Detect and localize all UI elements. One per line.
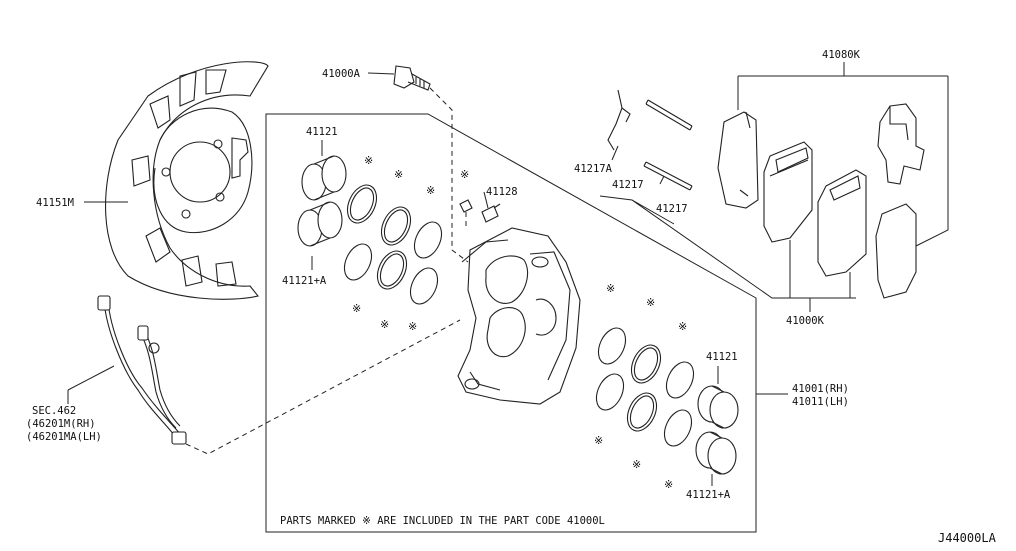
mark-seal-r4: ※	[594, 434, 603, 447]
mark-seal-l2: ※	[394, 168, 403, 181]
seal-ring-l6[interactable]	[405, 264, 443, 309]
bolt-41000a-part[interactable]	[393, 65, 431, 91]
brake-pad-outer-part[interactable]	[817, 169, 867, 277]
mark-seal-l5: ※	[380, 318, 389, 331]
brake-pad-inner-part[interactable]	[763, 141, 813, 243]
bleeder-cap-part[interactable]	[459, 199, 473, 213]
piston-lower-right-part[interactable]	[695, 431, 737, 475]
seal-ring-r3[interactable]	[661, 358, 699, 403]
label-41080k: 41080K	[822, 49, 861, 61]
mark-seal-r2: ※	[646, 296, 655, 309]
label-46201m-rh: (46201M(RH)	[26, 418, 96, 430]
label-41001-rh: 41001(RH)	[792, 383, 849, 395]
label-41217-b: 41217	[656, 203, 688, 215]
seal-ring-r5[interactable]	[622, 388, 662, 435]
mark-seal-l4: ※	[352, 302, 361, 315]
seal-ring-r6[interactable]	[659, 406, 697, 451]
caliper-kit-box	[265, 113, 757, 533]
seal-ring-r4[interactable]	[591, 370, 629, 415]
mark-seal-l1: ※	[364, 154, 373, 167]
label-41121-top: 41121	[306, 126, 338, 138]
label-sec-462: SEC.462	[32, 405, 76, 417]
footnote-text: PARTS MARKED ※ ARE INCLUDED IN THE PART …	[280, 515, 605, 527]
label-41121a-right: 41121+A	[686, 489, 731, 501]
label-41121a-left: 41121+A	[282, 275, 327, 287]
mark-seal-r6: ※	[664, 478, 673, 491]
label-41121-right: 41121	[706, 351, 738, 363]
label-46201ma-lh: (46201MA(LH)	[26, 431, 102, 443]
mark-seal-l6: ※	[408, 320, 417, 333]
anti-squeal-clip-part[interactable]	[877, 103, 925, 185]
seal-ring-l2[interactable]	[376, 202, 416, 249]
piston-lower-left-part[interactable]	[297, 201, 343, 247]
seal-ring-l5[interactable]	[372, 246, 412, 293]
dust-shield-part[interactable]	[105, 61, 269, 300]
mark-bleeder-cap: ※	[460, 168, 469, 181]
seal-ring-l1[interactable]	[342, 180, 382, 227]
label-41151m: 41151M	[36, 197, 74, 209]
shim-outer-left-part[interactable]	[717, 111, 759, 209]
seal-ring-r2[interactable]	[626, 340, 666, 387]
diagram-code: J44000LA	[938, 531, 997, 545]
caliper-body-part[interactable]	[457, 227, 581, 405]
shim-outer-right-part[interactable]	[875, 203, 917, 299]
seal-ring-r1[interactable]	[593, 324, 631, 369]
label-41011-lh: 41011(LH)	[792, 396, 849, 408]
label-41000a: 41000A	[322, 68, 361, 80]
seal-ring-l3[interactable]	[409, 218, 447, 263]
label-41128: 41128	[486, 186, 518, 198]
piston-upper-right-part[interactable]	[697, 385, 739, 429]
label-41217a: 41217A	[574, 163, 613, 175]
mark-seal-l3: ※	[426, 184, 435, 197]
seal-ring-l4[interactable]	[339, 240, 377, 285]
pad-pin-upper-part[interactable]	[645, 99, 693, 131]
brake-hose-part[interactable]	[97, 295, 187, 445]
label-41000k: 41000K	[786, 315, 825, 327]
label-41217-a: 41217	[612, 179, 644, 191]
mark-seal-r1: ※	[606, 282, 615, 295]
piston-upper-left-part[interactable]	[301, 155, 347, 201]
bleeder-41128-part[interactable]	[481, 203, 501, 223]
pad-spring-41217a-part[interactable]	[607, 89, 631, 151]
mark-seal-r3: ※	[678, 320, 687, 333]
mark-seal-r5: ※	[632, 458, 641, 471]
pad-pin-lower-part[interactable]	[643, 161, 693, 191]
